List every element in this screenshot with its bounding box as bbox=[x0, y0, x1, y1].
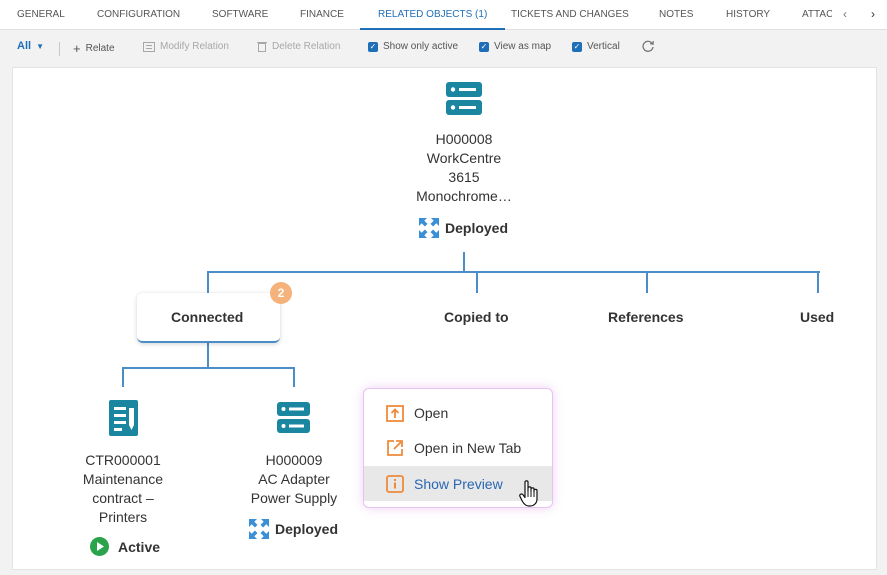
child-status: Deployed bbox=[249, 519, 338, 539]
tab-software[interactable]: SOFTWARE bbox=[212, 9, 269, 20]
child-node-label[interactable]: CTR000001 Maintenance contract – Printer… bbox=[58, 451, 188, 527]
group-connected[interactable] bbox=[137, 293, 280, 343]
refresh-icon[interactable] bbox=[641, 39, 655, 53]
toolbar: All ▼ + Relate Modify Relation Delete Re… bbox=[0, 31, 887, 65]
info-icon bbox=[386, 474, 404, 493]
vertical-checkbox[interactable]: ✓ Vertical bbox=[572, 41, 620, 52]
root-status: Deployed bbox=[419, 218, 508, 238]
menu-item-open-new-tab[interactable]: Open in New Tab bbox=[364, 430, 552, 465]
connector-line bbox=[207, 343, 209, 368]
menu-item-open[interactable]: Open bbox=[364, 395, 552, 430]
show-only-active-label: Show only active bbox=[383, 41, 459, 52]
tab-tickets-and-changes[interactable]: TICKETS AND CHANGES bbox=[511, 9, 629, 20]
hand-cursor-icon bbox=[519, 480, 541, 513]
tab-bar: GENERAL CONFIGURATION SOFTWARE FINANCE R… bbox=[0, 0, 887, 30]
context-menu: Open Open in New Tab Show Preview bbox=[363, 388, 553, 508]
connector-line bbox=[646, 271, 648, 293]
child-node-id: CTR000001 bbox=[85, 452, 161, 468]
connector-line bbox=[463, 252, 465, 272]
server-icon[interactable] bbox=[446, 82, 482, 121]
toolbar-divider bbox=[59, 42, 60, 56]
scroll-right-icon[interactable]: › bbox=[871, 7, 875, 21]
checkbox-checked-icon: ✓ bbox=[572, 41, 582, 52]
child-node-name: contract – bbox=[92, 490, 154, 506]
child-node-name: Maintenance bbox=[82, 471, 164, 487]
filter-label: All bbox=[17, 40, 32, 52]
modify-relation-label: Modify Relation bbox=[160, 41, 229, 52]
external-link-icon bbox=[387, 439, 403, 456]
root-node-name: Monochrome… bbox=[416, 188, 512, 204]
root-node-label[interactable]: H000008 WorkCentre 3615 Monochrome… bbox=[394, 130, 534, 206]
tab-related-objects[interactable]: RELATED OBJECTS (1) bbox=[360, 0, 506, 30]
relate-label: Relate bbox=[85, 43, 115, 54]
play-circle-icon bbox=[90, 537, 109, 556]
root-node-name: WorkCentre bbox=[426, 150, 502, 166]
trash-icon bbox=[257, 42, 267, 52]
view-as-map-checkbox[interactable]: ✓ View as map bbox=[479, 41, 551, 52]
scroll-left-icon[interactable]: ‹ bbox=[843, 7, 847, 21]
connector-line bbox=[207, 271, 209, 293]
tab-notes[interactable]: NOTES bbox=[659, 9, 694, 20]
connector-line bbox=[207, 271, 820, 273]
menu-item-label: Show Preview bbox=[414, 475, 503, 492]
checkbox-checked-icon: ✓ bbox=[479, 41, 489, 52]
tab-configuration[interactable]: CONFIGURATION bbox=[97, 9, 181, 20]
show-only-active-checkbox[interactable]: ✓ Show only active bbox=[368, 41, 458, 52]
plus-icon: + bbox=[73, 41, 81, 56]
filter-dropdown[interactable]: All ▼ bbox=[17, 40, 44, 52]
child-node-name: AC Adapter bbox=[258, 471, 330, 487]
child-node-name: Power Supply bbox=[250, 490, 338, 506]
menu-item-label: Open in New Tab bbox=[414, 439, 522, 456]
connector-line bbox=[817, 271, 819, 293]
child-status: Active bbox=[90, 537, 160, 556]
child-status-label: Deployed bbox=[275, 521, 339, 537]
delete-relation-button[interactable]: Delete Relation bbox=[257, 41, 340, 52]
connector-line bbox=[122, 367, 124, 387]
root-node-name: 3615 bbox=[448, 169, 480, 185]
count-badge: 2 bbox=[270, 282, 292, 304]
contract-icon[interactable] bbox=[109, 400, 138, 441]
relate-button[interactable]: + Relate bbox=[73, 41, 115, 56]
child-node-label[interactable]: H000009 AC Adapter Power Supply bbox=[229, 451, 359, 508]
child-node-id: H000009 bbox=[265, 452, 323, 468]
tab-general[interactable]: GENERAL bbox=[17, 9, 65, 20]
connector-line bbox=[476, 271, 478, 293]
root-node-id: H000008 bbox=[435, 131, 493, 147]
group-label-used[interactable]: Used bbox=[800, 309, 835, 325]
child-node-name: Printers bbox=[98, 509, 148, 525]
group-label-references[interactable]: References bbox=[608, 309, 684, 325]
expand-icon bbox=[419, 218, 439, 238]
child-status-label: Active bbox=[118, 538, 161, 555]
group-label-connected: Connected bbox=[171, 309, 244, 325]
tab-finance[interactable]: FINANCE bbox=[300, 9, 344, 20]
chevron-down-icon: ▼ bbox=[36, 41, 44, 51]
menu-item-label: Open bbox=[414, 404, 449, 421]
delete-relation-label: Delete Relation bbox=[272, 41, 341, 52]
open-icon bbox=[386, 404, 404, 422]
server-icon[interactable] bbox=[277, 402, 310, 439]
connector-line bbox=[122, 367, 295, 369]
modify-relation-button[interactable]: Modify Relation bbox=[143, 41, 229, 52]
checkbox-checked-icon: ✓ bbox=[368, 41, 378, 52]
group-label-copied-to[interactable]: Copied to bbox=[444, 309, 509, 325]
expand-icon bbox=[249, 519, 269, 539]
vertical-label: Vertical bbox=[587, 41, 620, 52]
edit-icon bbox=[143, 41, 155, 52]
tab-history[interactable]: HISTORY bbox=[726, 9, 771, 20]
connector-line bbox=[293, 367, 295, 387]
root-status-label: Deployed bbox=[445, 220, 509, 236]
tab-attachments[interactable]: ATTAC bbox=[802, 9, 832, 20]
view-as-map-label: View as map bbox=[494, 41, 552, 52]
